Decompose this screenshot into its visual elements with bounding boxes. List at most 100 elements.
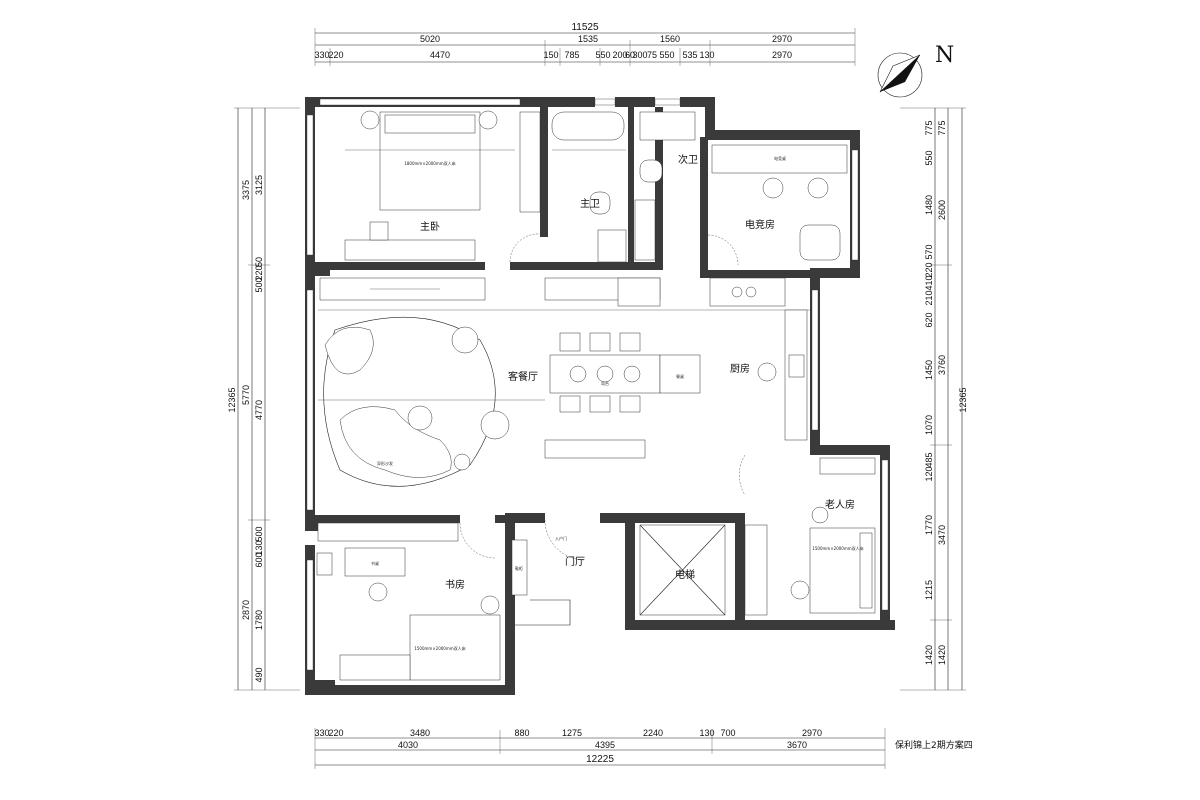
elder-wardrobe (744, 524, 768, 616)
right-inner-5: 220 (924, 262, 934, 277)
right-inner-13: 1770 (924, 515, 934, 535)
study-chair (368, 582, 388, 602)
left-inner-5: 4770 (254, 400, 264, 420)
right-inner-8: 620 (924, 312, 934, 327)
top-dimensions: 11525 5020 1535 1560 2970 330 220 4470 1… (314, 22, 856, 66)
sink (788, 354, 805, 378)
top-sub-13: 130 (699, 50, 714, 60)
left-inner-8: 600 (254, 552, 264, 567)
left-inner-7: 130 (254, 540, 264, 555)
right-inner-12: 120 (924, 466, 934, 481)
room-label-kitchen: 厨房 (730, 362, 750, 375)
right-inner-7: 210 (924, 290, 934, 305)
vanity (597, 229, 627, 263)
right-inner-4: 570 (924, 244, 934, 259)
shower (639, 111, 696, 141)
bottom-dim-2: 4395 (595, 740, 615, 750)
left-inner-4: 50 (254, 257, 264, 267)
bottom-dim-1: 4030 (398, 740, 418, 750)
bottom-sub-5: 1275 (562, 728, 582, 738)
lamp-table (451, 326, 479, 354)
top-sub-3: 4470 (430, 50, 450, 60)
study: 书桌 1500mm×2000mm双人床 书房 (316, 522, 501, 681)
study-wardrobe (339, 654, 411, 681)
second-bath: 次卫 (634, 111, 698, 261)
top-sub-11: 550 (659, 50, 674, 60)
top-sub-7: 200 (612, 50, 627, 60)
nightstand-lamp-left (360, 110, 380, 130)
bottom-total-dim: 12225 (586, 754, 614, 765)
gaming-chair-2 (807, 177, 829, 199)
room-label-elder-room: 老人房 (825, 498, 855, 511)
top-sub-8: 60 (625, 50, 635, 60)
room-label-foyer: 门厅 (565, 555, 585, 568)
armchair (480, 410, 510, 440)
toilet (589, 191, 611, 215)
bottom-sub-7: 130 (699, 728, 714, 738)
shoe-cabinet (511, 539, 528, 596)
lounge-seat (324, 326, 374, 375)
room-label-master-bath: 主卫 (580, 198, 600, 210)
living-dining: 异形沙发 岛台 餐桌 客餐厅 (317, 277, 810, 542)
master-desk (344, 239, 476, 261)
north-arrow: N (877, 43, 954, 98)
right-inner-11: 485 (924, 452, 934, 467)
room-label-living-dining: 客餐厅 (508, 370, 538, 383)
bottom-dim-3: 3670 (787, 740, 807, 750)
dining-table (659, 354, 701, 394)
windows (306, 98, 889, 671)
round-stool (453, 453, 471, 471)
study-desk-label: 书桌 (371, 560, 379, 566)
entry-door-label: 入户门 (555, 535, 567, 541)
right-outer-4: 3470 (937, 525, 947, 545)
right-inner-6: 410 (924, 275, 934, 290)
left-inner-1: 3125 (254, 175, 264, 195)
right-inner-2: 550 (924, 150, 934, 165)
elevator: 电梯 (639, 524, 726, 616)
bottom-sub-4: 880 (514, 728, 529, 738)
top-sub-1: 330 (314, 50, 329, 60)
shoe-cabinet-label: 鞋柜 (515, 565, 523, 571)
study-desk (344, 547, 406, 577)
nightstand-lamp-right (478, 110, 498, 130)
elder-dresser (819, 457, 876, 475)
esports-room: 电竞桌 电竞房 (707, 144, 848, 266)
right-outer-3: 3760 (937, 355, 947, 375)
bathtub (551, 111, 625, 141)
top-sub-10: 75 (647, 50, 657, 60)
top-sub-12: 535 (682, 50, 697, 60)
bottom-sub-1: 330 (314, 728, 329, 738)
right-inner-10: 1070 (924, 415, 934, 435)
right-outer-5: 1420 (937, 645, 947, 665)
foyer: 鞋柜 入户门 门厅 (511, 519, 586, 626)
sofa-label: 异形沙发 (377, 460, 393, 466)
bottom-sub-6: 2240 (643, 728, 663, 738)
right-inner-9: 1450 (924, 360, 934, 380)
top-sub-4: 150 (543, 50, 558, 60)
dining-table-label: 餐桌 (676, 373, 684, 379)
master-bath: 主卫 (551, 111, 627, 263)
left-outer-3: 2870 (241, 600, 251, 620)
right-inner-1: 775 (924, 120, 934, 135)
study-bed-label: 1500mm×2000mm双人床 (414, 645, 465, 651)
bottom-sub-3: 3480 (410, 728, 430, 738)
room-label-master-bedroom: 主卧 (420, 220, 440, 233)
elder-room: 1500mm×2000mm双人床 老人房 (739, 454, 876, 616)
room-label-second-bath: 次卫 (678, 153, 698, 166)
top-sub-5: 785 (564, 50, 579, 60)
study-bed (409, 614, 501, 681)
left-dimensions: 12365 3375 5770 2870 3125 500 220 50 477… (227, 107, 300, 691)
top-sub-14: 2970 (772, 50, 792, 60)
curved-rug (323, 316, 496, 487)
left-inner-6: 500 (254, 526, 264, 541)
left-outer-2: 5770 (241, 385, 251, 405)
right-inner-15: 1420 (924, 645, 934, 665)
bottom-dimensions: 330 220 3480 880 1275 2240 130 700 2970 … (314, 728, 973, 769)
top-dim-1: 5020 (420, 34, 440, 44)
top-sub-2: 220 (328, 50, 343, 60)
room-label-elevator: 电梯 (675, 568, 695, 581)
left-inner-3: 220 (254, 265, 264, 280)
living-cabinet (317, 522, 459, 542)
bottom-sub-2: 220 (328, 728, 343, 738)
